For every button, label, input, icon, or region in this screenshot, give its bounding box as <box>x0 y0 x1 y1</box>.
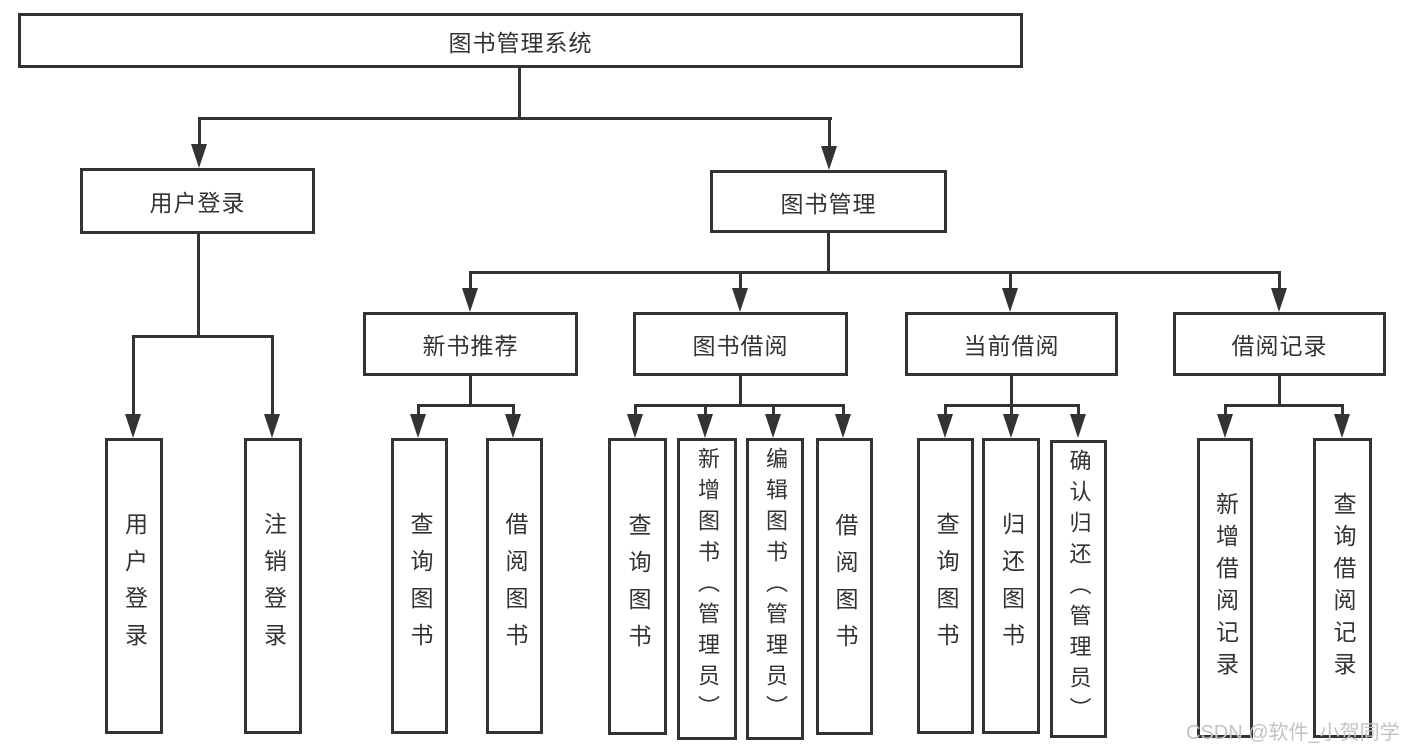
connector-line <box>132 335 274 338</box>
arrowhead-down-icon <box>264 414 280 438</box>
connector-line <box>1224 404 1344 407</box>
node-leaf-add-books-admin: 新增图书（管理员） <box>677 438 737 740</box>
arrowhead-down-icon <box>765 414 781 438</box>
node-book-management: 图书管理 <box>710 170 947 233</box>
leaf-label: 查询借阅记录 <box>1330 492 1356 684</box>
csdn-watermark: CSDN @软件_小贺同学 <box>1186 722 1400 744</box>
connector-line <box>739 271 742 290</box>
connector-line <box>1278 271 1281 290</box>
arrowhead-down-icon <box>1271 288 1287 312</box>
node-leaf-query-books-1: 查询图书 <box>391 438 448 734</box>
arrowhead-down-icon <box>835 414 851 438</box>
node-leaf-edit-books-admin: 编辑图书（管理员） <box>746 438 804 740</box>
node-leaf-query-books-2: 查询图书 <box>608 438 667 735</box>
connector-line <box>469 271 472 290</box>
leaf-label: 确认归还（管理员） <box>1066 449 1092 728</box>
leaf-label: 查询图书 <box>407 512 433 660</box>
connector-line <box>1341 404 1344 416</box>
arrowhead-down-icon <box>462 288 478 312</box>
leaf-label: 用户登录 <box>121 512 148 660</box>
connector-line <box>634 404 637 416</box>
arrowhead-down-icon <box>1002 288 1018 312</box>
connector-line <box>828 117 831 148</box>
arrowhead-down-icon <box>1070 414 1086 438</box>
arrowhead-down-icon <box>505 414 521 438</box>
leaf-label: 新增图书（管理员） <box>695 447 720 726</box>
node-leaf-borrow-books-2: 借阅图书 <box>816 438 873 735</box>
leaf-label: 查询图书 <box>625 512 651 661</box>
connector-line <box>1010 374 1013 405</box>
node-borrow-records: 借阅记录 <box>1173 312 1386 376</box>
node-leaf-logout: 注销登录 <box>244 438 302 734</box>
node-new-book-recommend: 新书推荐 <box>363 312 578 376</box>
connector-line <box>842 404 845 416</box>
node-leaf-query-borrow-record: 查询借阅记录 <box>1313 438 1372 738</box>
arrowhead-down-icon <box>627 414 643 438</box>
node-root: 图书管理系统 <box>18 13 1023 68</box>
arrowhead-down-icon <box>1003 414 1019 438</box>
connector-line <box>827 231 830 274</box>
leaf-label: 查询图书 <box>933 512 959 660</box>
node-leaf-borrow-books-1: 借阅图书 <box>486 438 543 734</box>
arrowhead-down-icon <box>697 414 713 438</box>
connector-line <box>1224 404 1227 416</box>
connector-line <box>944 404 947 416</box>
node-leaf-confirm-return-admin: 确认归还（管理员） <box>1050 440 1107 738</box>
arrowhead-down-icon <box>191 144 207 168</box>
arrowhead-down-icon <box>410 414 426 438</box>
connector-line <box>132 335 135 415</box>
arrowhead-down-icon <box>1217 414 1233 438</box>
arrowhead-down-icon <box>125 414 141 438</box>
leaf-label: 注销登录 <box>260 512 287 660</box>
connector-line <box>198 117 832 120</box>
connector-line <box>417 404 420 416</box>
leaf-label: 借阅图书 <box>832 512 858 661</box>
connector-line <box>634 404 845 407</box>
arrowhead-down-icon <box>732 288 748 312</box>
connector-line <box>518 66 521 118</box>
connector-line <box>739 374 742 405</box>
leaf-label: 新增借阅记录 <box>1212 492 1239 684</box>
connector-line <box>704 404 707 416</box>
node-current-borrow: 当前借阅 <box>905 312 1118 376</box>
node-leaf-query-books-3: 查询图书 <box>917 438 974 734</box>
arrowhead-down-icon <box>937 414 953 438</box>
arrowhead-down-icon <box>821 146 837 170</box>
leaf-label: 归还图书 <box>998 512 1025 660</box>
connector-line <box>197 232 200 336</box>
connector-line <box>1010 404 1013 416</box>
connector-line <box>772 404 775 416</box>
node-user-login: 用户登录 <box>80 168 315 234</box>
connector-line <box>512 404 515 416</box>
connector-line <box>1278 374 1281 405</box>
connector-line <box>271 335 274 415</box>
node-leaf-add-borrow-record: 新增借阅记录 <box>1197 438 1253 738</box>
node-leaf-return-books: 归还图书 <box>982 438 1040 734</box>
connector-line <box>1009 271 1012 290</box>
connector-line <box>417 404 515 407</box>
connector-line <box>198 117 201 146</box>
connector-line <box>469 271 1281 274</box>
leaf-label: 借阅图书 <box>502 512 528 660</box>
node-leaf-user-login: 用户登录 <box>105 438 163 734</box>
connector-line <box>469 374 472 405</box>
connector-line <box>1077 404 1080 416</box>
node-book-borrow: 图书借阅 <box>633 312 848 376</box>
leaf-label: 编辑图书（管理员） <box>763 447 788 726</box>
arrowhead-down-icon <box>1334 414 1350 438</box>
